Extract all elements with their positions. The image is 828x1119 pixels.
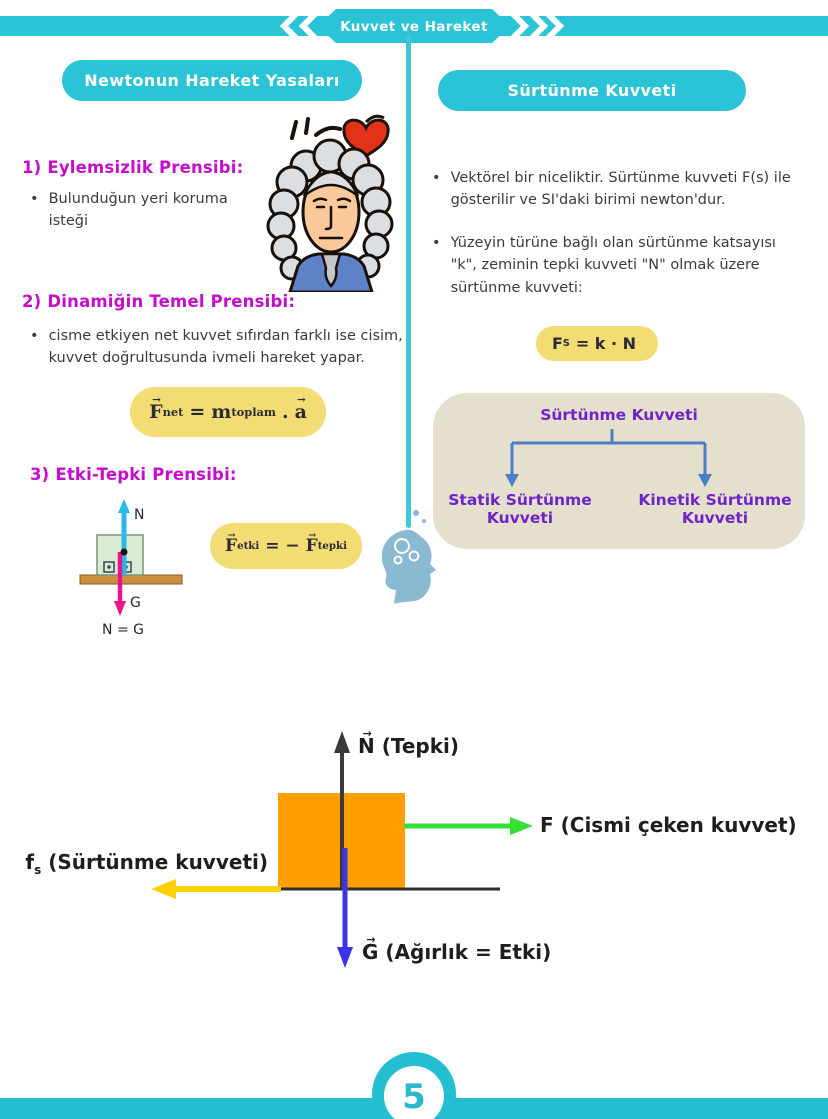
vector-a: →a [294,394,307,423]
friction-tree-box: Sürtünme Kuvveti Statik Sürtünme Kuvveti… [433,393,805,549]
vector-arrow: → [297,393,306,406]
right-section-title: Sürtünme Kuvveti [507,81,677,100]
formula-fnet-Fsub: net [162,405,184,419]
bullet-dot: • [432,170,441,186]
dot-operator: . [281,401,289,423]
vector-arrow: → [362,726,372,740]
action-reaction-diagram: N G N = G [79,499,183,638]
bullet-dot: • [30,328,39,344]
bullet-dynamics: • cisme etkiyen net kuvvet sıfırdan fark… [30,325,422,370]
formula-fs-rest: = k · N [575,334,637,353]
bullet-dynamics-text: cisme etkiyen net kuvvet sıfırdan farklı… [48,328,403,367]
chevron-right-icon [507,8,565,44]
formula-fetki-F1: F [225,536,238,556]
bullet-inertia: • Bulunduğun yeri koruma isteği [30,188,270,233]
vector-arrow: → [308,529,317,541]
n-equals-g-label: N = G [102,622,144,638]
friction-sub: s [34,863,42,877]
weight-arrowhead [337,947,353,968]
formula-fnet-msub: toplam [231,405,276,419]
vector-F: →F [149,394,163,423]
bullet-friction-2: • Yüzeyin türüne bağlı olan sürtünme kat… [432,232,804,299]
newton-illustration [266,114,394,292]
formula-fnet-a: a [294,401,307,423]
right-section-title-pill: Sürtünme Kuvveti [438,70,746,111]
weight-force-label: →G (Ağırlık = Etki) [362,933,552,964]
heading-action-reaction: 3) Etki-Tepki Prensibi: [30,465,237,484]
footer-bar: 5 [0,1052,828,1119]
head-bubbles-icon [381,510,436,604]
friction-force-label: fs (Sürtünme kuvveti) [20,850,268,877]
left-section-title: Newtonun Hareket Yasaları [84,71,340,90]
vector-arrow: → [366,932,376,946]
banner-badge [318,9,510,43]
tree-arrowhead-left [505,474,519,487]
formula-fetki-F2sub: tepki [317,540,347,552]
ground-bar [79,574,183,585]
vector-F: →F [225,530,238,556]
friction-letter: f [25,850,35,874]
formula-fs-F: F [551,334,563,353]
pull-arrowhead [510,817,533,835]
formula-fnet-F: F [149,401,163,423]
normal-arrowhead [334,731,350,753]
tree-leaf-kinetic: Kinetik Sürtünme Kuvveti [638,491,792,527]
pull-force-label: F (Cismi çeken kuvvet) [540,813,797,837]
bullet-friction-1: • Vektörel bir niceliktir. Sürtünme kuvv… [432,167,804,212]
friction-rest: (Sürtünme kuvveti) [41,850,268,874]
newton-cravat [320,252,342,288]
formula-fetki-F1sub: etki [237,540,260,552]
vector-F: →F [305,530,318,556]
weight-force-arrowhead [114,601,126,616]
g-label: G [130,595,141,611]
newton-features [312,197,352,240]
normal-force-arrowhead [118,499,130,513]
bullet-friction-1-text: Vektörel bir niceliktir. Sürtünme kuvvet… [450,170,791,209]
bullet-dot: • [30,191,39,207]
weight-rest: (Ağırlık = Etki) [378,940,552,964]
formula-fs-sub: S [562,338,570,349]
bullet-inertia-text: Bulunduğun yeri koruma isteği [48,191,228,230]
tree-connector-lines [505,429,712,487]
chevron-left-icon [279,8,321,44]
formula-fnet-m: m [211,401,232,423]
motion-lines-icon [290,117,342,140]
left-section-title-pill: Newtonun Hareket Yasaları [62,60,362,101]
friction-arrowhead [151,879,176,899]
formula-fetki-F2: F [305,536,318,556]
equals-minus-sign: = − [265,536,300,556]
heading-inertia: 1) Eylemsizlik Prensibi: [22,158,244,177]
normal-letter: N [358,734,375,758]
heading-dynamics: 2) Dinamiğin Temel Prensibi: [22,292,296,311]
vector-arrow: → [227,529,236,541]
page-number: 5 [402,1077,426,1117]
normal-rest: (Tepki) [374,734,460,758]
tree-root-label: Sürtünme Kuvveti [540,406,698,424]
center-dot [120,548,128,556]
newton-fringe [302,170,360,197]
bullet-dot: • [432,235,441,251]
tree-leaf-static: Statik Sürtünme Kuvveti [448,491,592,527]
force-diagram [151,731,533,968]
bullet-friction-2-text: Yüzeyin türüne bağlı olan sürtünme katsa… [450,235,776,296]
vector-arrow: → [152,393,161,406]
banner-title: Kuvvet ve Hareket [340,19,488,35]
column-divider [406,34,411,528]
equals-sign: = [189,401,206,423]
n-label: N [134,507,144,523]
tree-arrowhead-right [698,474,712,487]
top-banner: Kuvvet ve Hareket [0,8,828,44]
normal-force-label: →N (Tepki) [358,727,460,758]
page-number-circle [384,1066,444,1119]
weight-letter: G [362,940,379,964]
